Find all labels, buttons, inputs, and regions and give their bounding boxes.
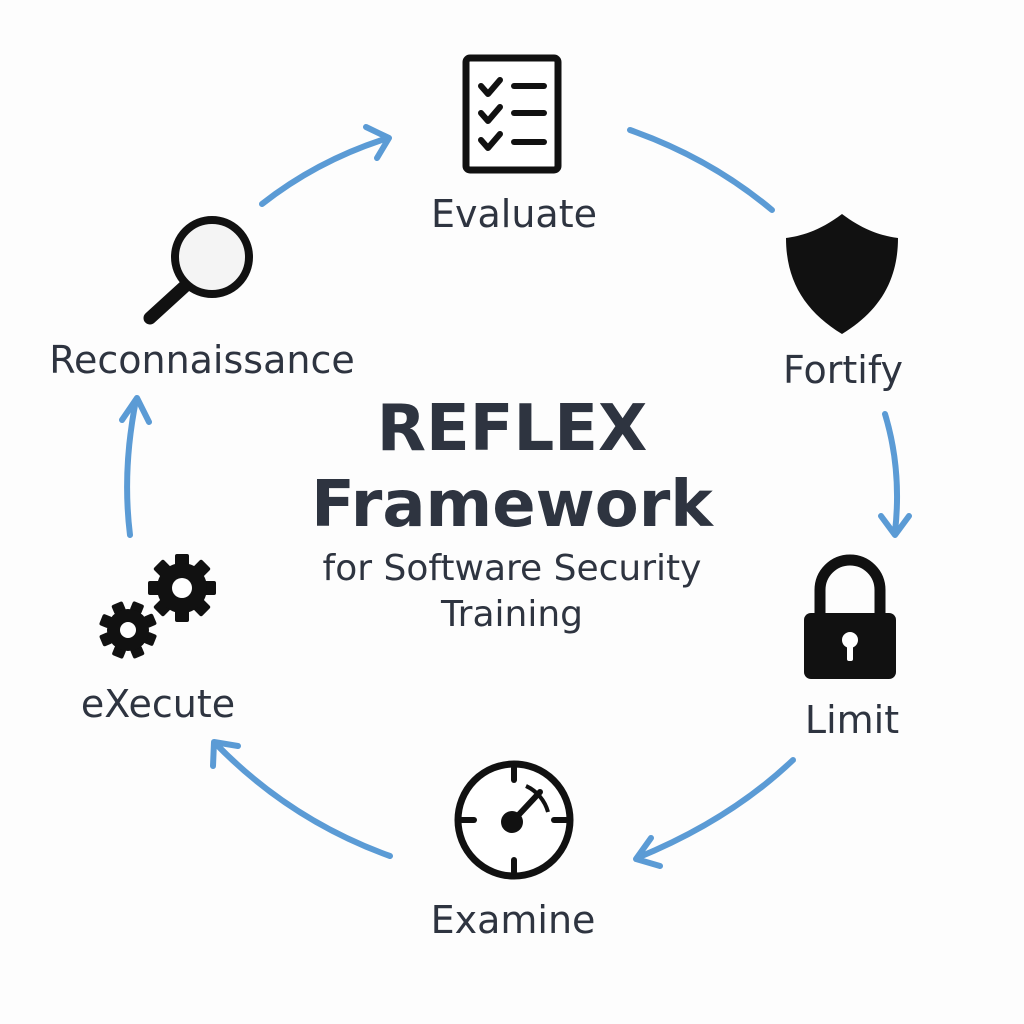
step-label-examine: Examine (430, 898, 596, 942)
cycle-arrows (119, 124, 912, 869)
step-label-limit: Limit (804, 698, 900, 742)
large-gear-icon (148, 554, 216, 622)
step-label-evaluate: Evaluate (431, 192, 597, 236)
page-subtitle: for Software Security (322, 548, 702, 589)
page-title-line-2: Framework (311, 468, 713, 542)
shield-icon (786, 214, 898, 334)
arrow-fortify-to-limit (878, 411, 912, 538)
gauge-icon (454, 760, 574, 880)
padlock-icon (804, 554, 896, 679)
page-title: REFLEX (376, 392, 648, 466)
step-label-reconnaissance: Reconnaissance (49, 338, 355, 382)
arrow-reconnaissance-to-evaluate (259, 124, 392, 207)
arrow-limit-to-examine (633, 757, 796, 869)
step-label-fortify: Fortify (782, 348, 904, 392)
arrow-execute-to-reconnaissance (119, 395, 152, 538)
page-subtitle-line-2: Training (440, 594, 584, 635)
gears-icon (99, 554, 216, 659)
magnifier-icon (143, 216, 253, 325)
arrow-evaluate-to-fortify (627, 127, 775, 213)
arrow-examine-to-execute (210, 739, 393, 859)
step-label-execute: eXecute (80, 682, 236, 726)
small-gear-icon (99, 601, 157, 659)
checklist-icon (462, 54, 562, 174)
